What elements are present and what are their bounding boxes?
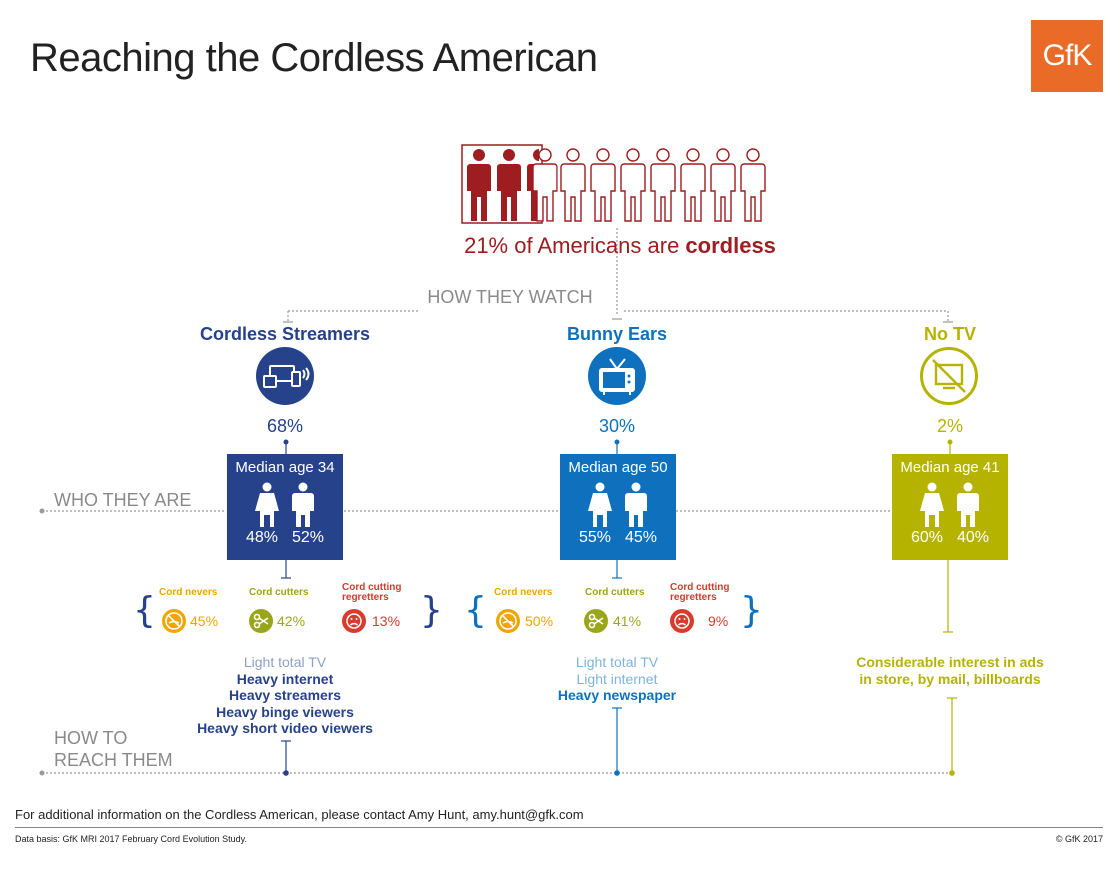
cord-regretters-label-line-2: regretters — [670, 592, 717, 603]
cord-regretters-label-line-1: Cord cutting — [342, 582, 402, 593]
male-share: 52% — [291, 529, 325, 546]
how-to-reach-label: HOW TO REACH THEM — [54, 727, 173, 771]
segment-title-bunny-ears: Bunny Ears — [566, 324, 668, 344]
cord-regretters-label: Cord cutting regretters — [670, 583, 729, 603]
cord-regretters-label: Cord cutting regretters — [342, 583, 401, 603]
devices-icon — [256, 347, 314, 405]
cord-nevers-value: 50% — [525, 613, 554, 629]
share-no-tv: 2% — [936, 416, 963, 436]
cord-cutters-value: 42% — [277, 613, 306, 629]
female-share: 55% — [578, 529, 612, 546]
male-icon — [292, 482, 314, 527]
sad-face-icon — [670, 609, 694, 633]
cord-regretters-label-line-2: regretters — [342, 592, 389, 603]
how-to-reach-line-1: HOW TO — [54, 728, 128, 748]
page-title: Reaching the Cordless American — [30, 36, 598, 80]
cord-regretters-value: 9% — [708, 613, 729, 629]
headline-prefix: 21% of Americans are — [464, 233, 686, 258]
reach-list-cordless-streamers: Light total TV Heavy internet Heavy stre… — [155, 654, 415, 737]
reach-list-no-tv: Considerable interest in ads in store, b… — [820, 654, 1080, 687]
reach-heavy-item: Heavy short video viewers — [197, 720, 373, 736]
logo-text: GfK — [1042, 39, 1093, 72]
brace-left: { — [133, 590, 156, 631]
male-icon — [957, 482, 979, 527]
male-icon — [625, 482, 647, 527]
scissors-icon — [584, 609, 608, 633]
cord-nevers-label: Cord nevers — [494, 587, 553, 598]
reach-heavy-item: Heavy binge viewers — [216, 703, 354, 720]
female-share: 48% — [245, 529, 279, 546]
share-cordless-streamers: 68% — [266, 416, 304, 436]
sad-face-icon — [342, 609, 366, 633]
female-icon — [920, 482, 944, 527]
reach-light-item: Light total TV — [243, 654, 327, 670]
gfk-logo: GfK — [1031, 20, 1103, 92]
demographics-box-cordless-streamers: Median age 34 48% 52% — [227, 454, 343, 560]
female-icon — [255, 482, 279, 527]
cord-nevers-value: 45% — [190, 613, 219, 629]
cord-cutters-value: 41% — [613, 613, 642, 629]
headline-emphasis: cordless — [685, 233, 776, 258]
demographics-box-no-tv: Median age 41 60% 40% — [892, 454, 1008, 560]
how-to-reach-line-2: REACH THEM — [54, 750, 173, 770]
people-graphic — [461, 144, 766, 224]
brace-right: } — [740, 590, 763, 631]
cord-cutters-label: Cord cutters — [585, 587, 645, 598]
copyright: © GfK 2017 — [1055, 834, 1103, 844]
no-cable-icon — [496, 609, 520, 633]
reach-light-item: Light internet — [576, 670, 658, 687]
cord-regretters-value: 13% — [372, 613, 401, 629]
reach-list-bunny-ears: Light total TV Light internet Heavy news… — [487, 654, 747, 704]
median-age: Median age 50 — [568, 459, 668, 476]
reach-heavy-item: Heavy streamers — [228, 687, 342, 703]
reach-heavy-item: Heavy internet — [236, 670, 334, 687]
segment-title-cordless-streamers: Cordless Streamers — [199, 324, 371, 344]
reach-heavy-item: Heavy newspaper — [557, 687, 677, 703]
brace-left: { — [464, 590, 487, 631]
headline: 21% of Americans are cordless — [360, 233, 880, 259]
median-age: Median age 34 — [235, 459, 335, 476]
how-they-watch-label: HOW THEY WATCH — [427, 287, 593, 307]
median-age: Median age 41 — [900, 459, 1000, 476]
reach-light-item: Light total TV — [575, 654, 659, 670]
share-bunny-ears: 30% — [598, 416, 636, 436]
cord-nevers-label: Cord nevers — [159, 587, 218, 598]
footer-divider — [15, 827, 1103, 828]
tv-antenna-icon — [588, 347, 646, 405]
male-share: 45% — [624, 529, 658, 546]
male-share: 40% — [956, 529, 990, 546]
reach-other-item: in store, by mail, billboards — [859, 670, 1041, 687]
cord-regretters-label-line-1: Cord cutting — [670, 582, 730, 593]
demographics-box-bunny-ears: Median age 50 55% 45% — [560, 454, 676, 560]
brace-right: } — [420, 590, 443, 631]
contact-info: For additional information on the Cordle… — [15, 807, 584, 822]
female-share: 60% — [910, 529, 944, 546]
scissors-icon — [249, 609, 273, 633]
who-they-are-label: WHO THEY ARE — [54, 490, 192, 510]
segment-title-no-tv: No TV — [924, 324, 976, 344]
female-icon — [588, 482, 612, 527]
no-tv-icon — [920, 347, 978, 405]
no-cable-icon — [162, 609, 186, 633]
cord-cutters-label: Cord cutters — [249, 587, 309, 598]
reach-other-item: Considerable interest in ads — [856, 654, 1044, 670]
data-basis-note: Data basis: GfK MRI 2017 February Cord E… — [15, 834, 247, 844]
